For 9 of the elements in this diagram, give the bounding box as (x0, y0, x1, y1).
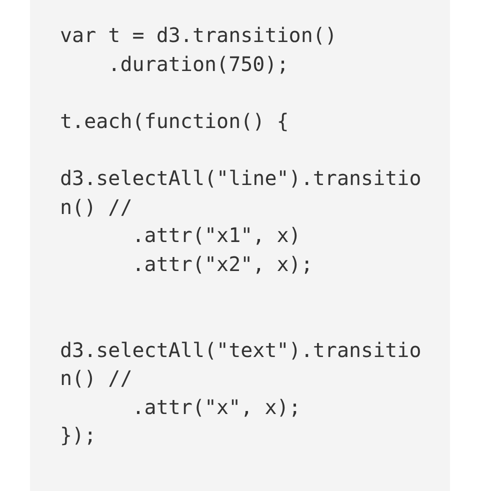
code-line: d3.selectAll("line").transition() // (60, 165, 422, 221)
code-line: .attr("x2", x); (131, 250, 314, 278)
code-line: .attr("x", x); (131, 394, 302, 421)
code-line: .attr("x1", x) (131, 222, 302, 250)
code-line: var t = d3.transition() (60, 22, 338, 49)
code-line: t.each(function() { (60, 108, 290, 135)
code-line: .duration(750); (107, 50, 290, 78)
code-line: d3.selectAll("text").transition() // (60, 336, 422, 392)
code-line: }); (60, 422, 98, 450)
